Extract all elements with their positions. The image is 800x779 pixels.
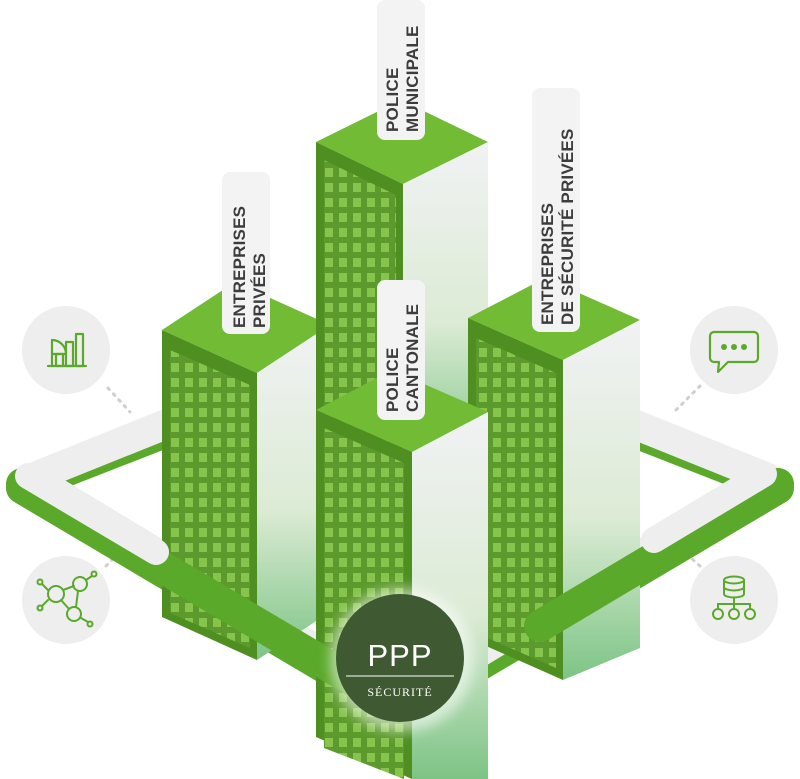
ppp-title: PPP [367, 638, 432, 673]
label-entreprises-privees-line2: PRIVÉES [250, 253, 269, 328]
label-police-cantonale: POLICE CANTONALE [377, 280, 425, 420]
label-police-cantonale-line2: CANTONALE [403, 304, 422, 412]
connector-lines [104, 384, 702, 568]
chat-bubble-icon [690, 306, 778, 394]
platform-ring-front [6, 461, 794, 724]
label-police-cantonale-line1: POLICE [383, 348, 402, 413]
label-entreprises-securite-line2: DE SÉCURITÉ PRIVÉES [558, 128, 577, 325]
ppp-subtitle: SÉCURITÉ [367, 685, 432, 699]
bar-chart-icon [22, 306, 110, 394]
label-entreprises-securite: ENTREPRISES DE SÉCURITÉ PRIVÉES [532, 88, 580, 332]
ppp-badge: PPP SÉCURITÉ [330, 588, 474, 732]
database-people-icon [690, 556, 778, 644]
label-police-municipale-line1: POLICE [383, 68, 402, 133]
label-entreprises-securite-line1: ENTREPRISES [538, 203, 557, 325]
label-police-municipale: POLICE MUNICIPALE [377, 0, 425, 140]
network-people-icon [22, 556, 110, 644]
label-entreprises-privees: ENTREPRISES PRIVÉES [222, 172, 270, 334]
label-police-municipale-line2: MUNICIPALE [403, 25, 422, 132]
label-entreprises-privees-line1: ENTREPRISES [230, 206, 249, 328]
